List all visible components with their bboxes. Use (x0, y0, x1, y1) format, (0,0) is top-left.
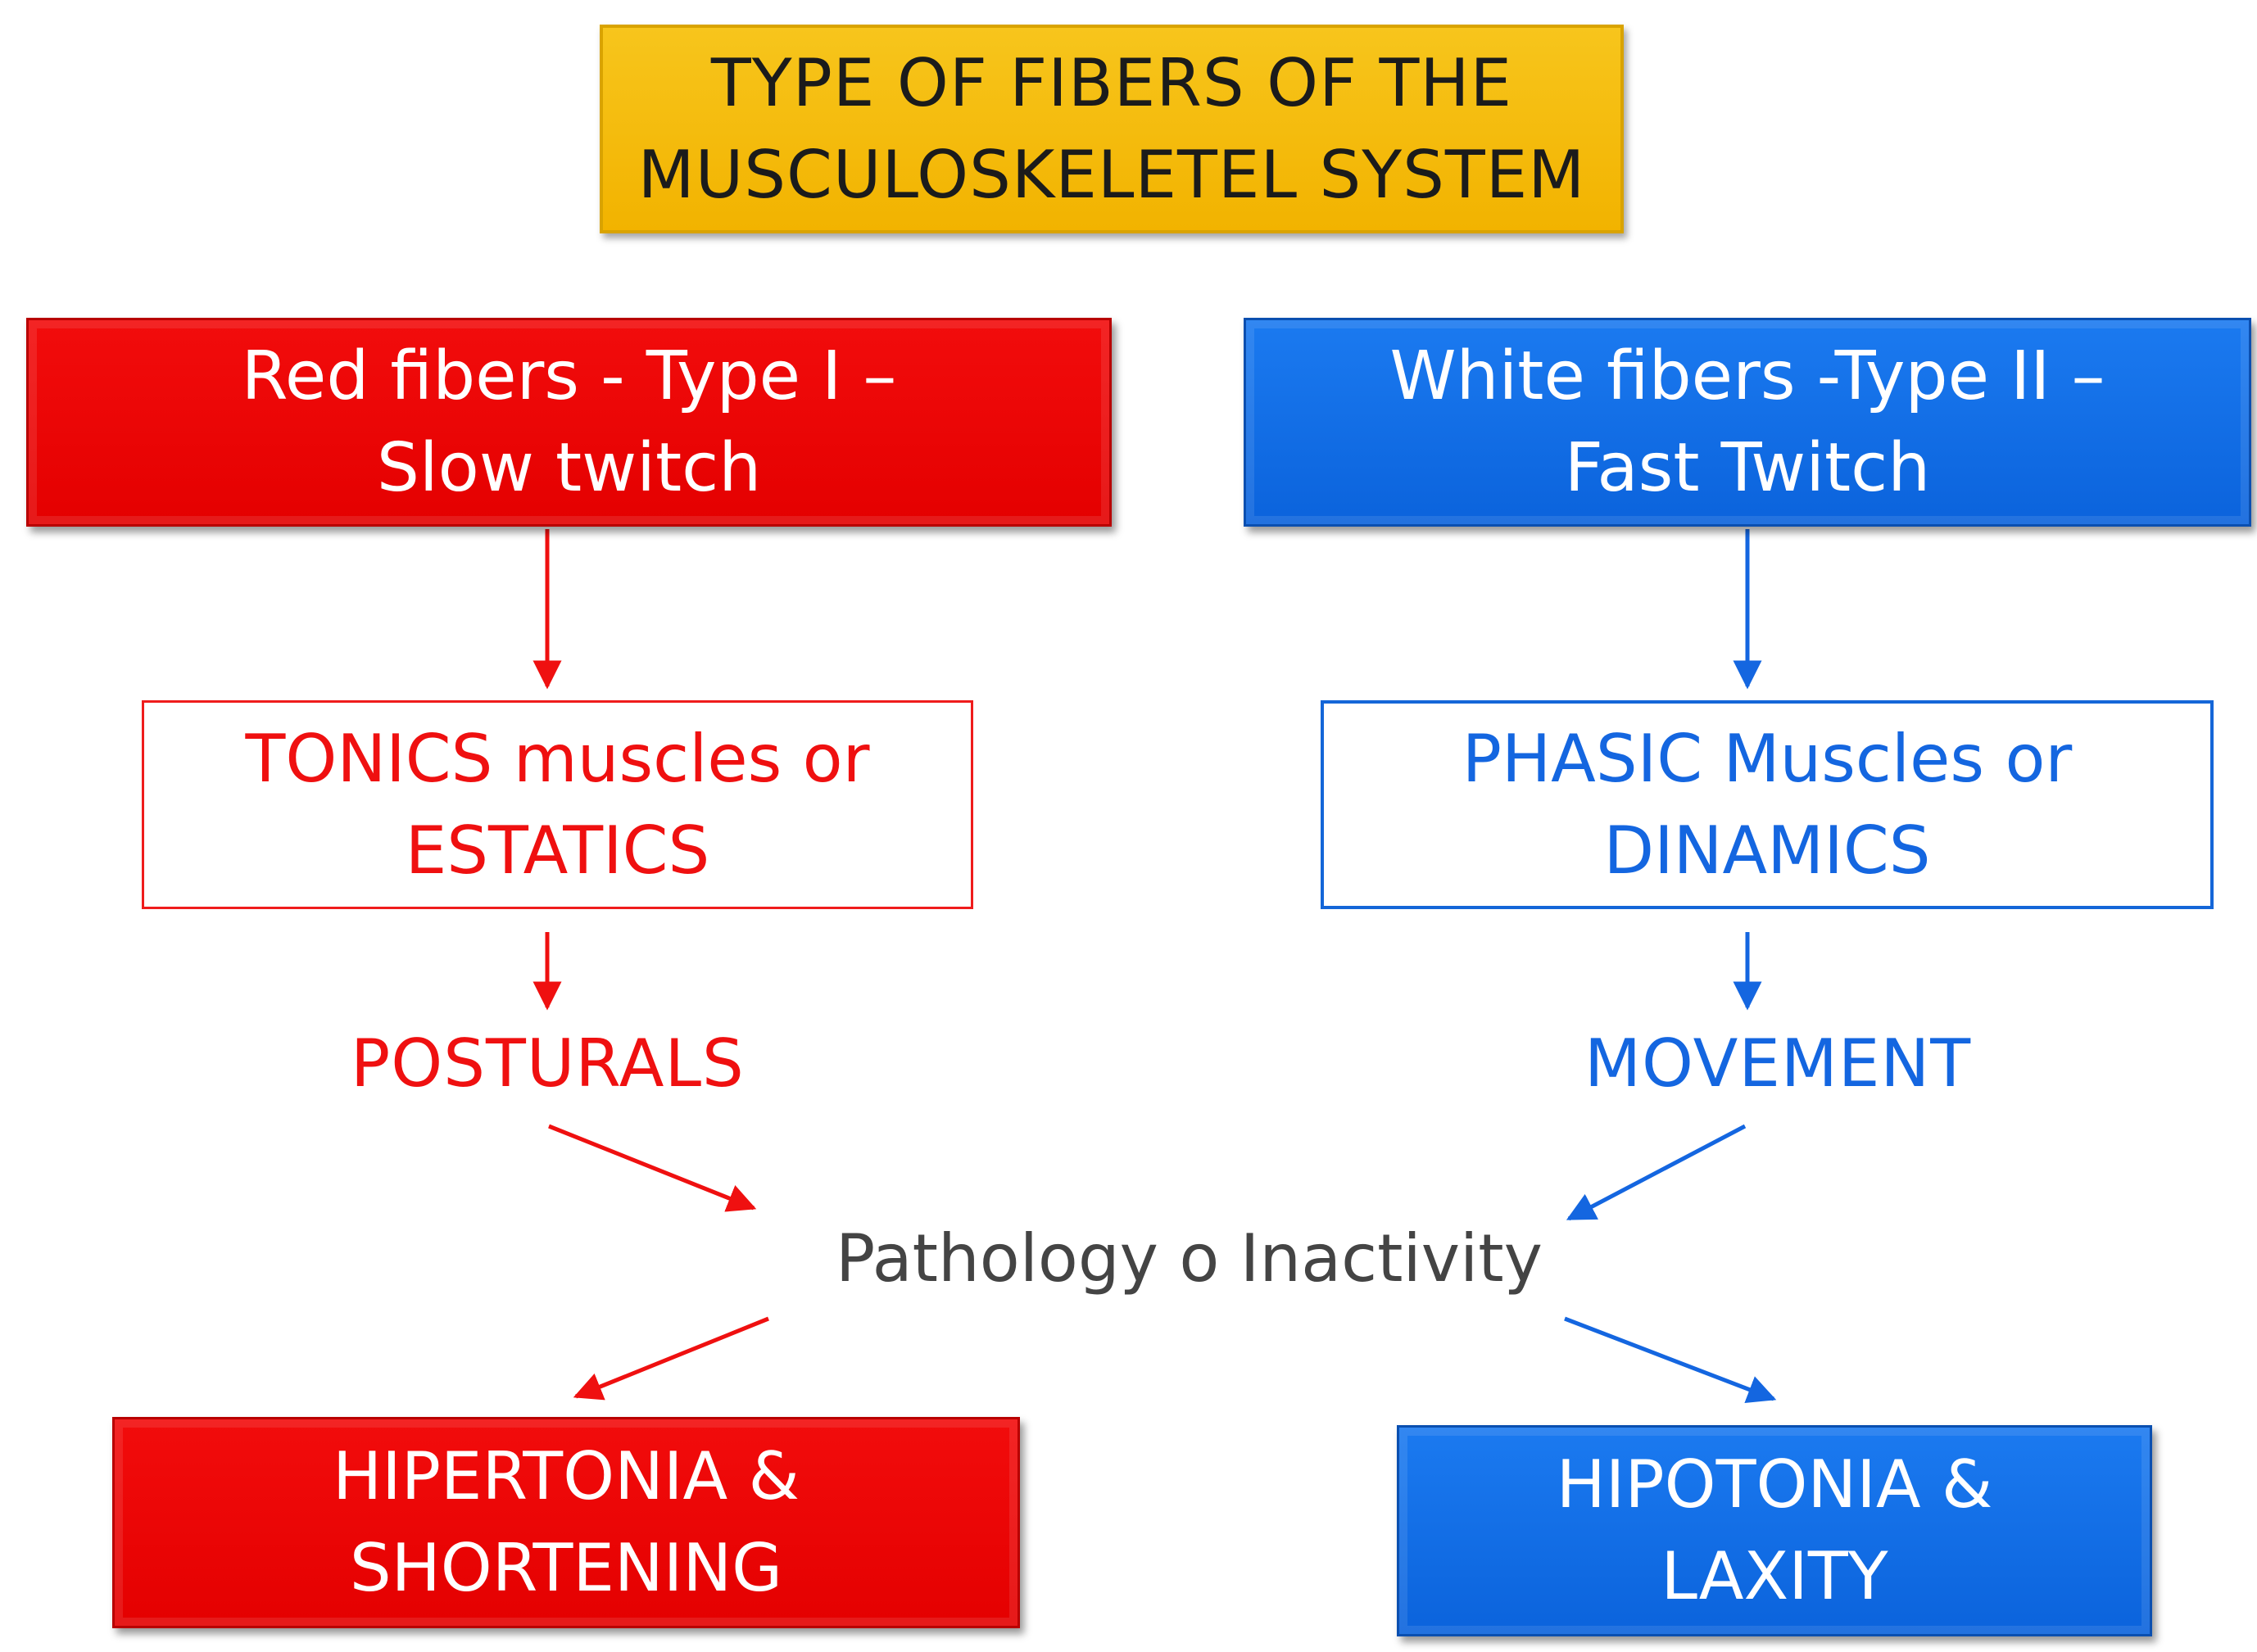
hipotonia-line-2: LAXITY (1661, 1538, 1888, 1614)
hipotonia-box: HIPOTONIA & LAXITY (1397, 1425, 2152, 1636)
arrow-movement-to-pathology (1566, 1124, 1747, 1221)
hipertonia-box: HIPERTONIA & SHORTENING (112, 1417, 1020, 1628)
diagram-title-box: TYPE OF FIBERS OF THE MUSCULOSKELETEL SY… (600, 25, 1624, 233)
phasic-muscles-line-2: DINAMICS (1603, 812, 1931, 889)
hipertonia-line-1: HIPERTONIA & (332, 1438, 800, 1514)
tonic-muscles-line-1: TONICS muscles or (245, 720, 870, 797)
tonic-muscles-line-2: ESTATICS (405, 812, 710, 889)
title-line-1: TYPE OF FIBERS OF THE (710, 44, 1513, 121)
red-fibers-line-2: Slow twitch (376, 428, 762, 507)
phasic-muscles-box: PHASIC Muscles or DINAMICS (1321, 700, 2214, 909)
hipertonia-line-2: SHORTENING (349, 1530, 783, 1606)
movement-label: MOVEMENT (1584, 1025, 1972, 1102)
phasic-muscles-line-1: PHASIC Muscles or (1462, 720, 2073, 797)
tonic-muscles-box: TONICS muscles or ESTATICS (142, 700, 973, 909)
pathology-inactivity-label: Pathology o Inactivity (836, 1220, 1543, 1297)
white-fibers-box: White fibers -Type II – Fast Twitch (1244, 318, 2251, 527)
red-fibers-box: Red fibers - Type I – Slow twitch (26, 318, 1112, 527)
title-line-2: MUSCULOSKELETEL SYSTEM (637, 136, 1586, 213)
arrow-posturals-to-pathology (548, 1124, 757, 1212)
white-fibers-line-1: White fibers -Type II – (1389, 337, 2105, 415)
arrow-pathology-to-hipotonia (1564, 1316, 1777, 1404)
white-fibers-line-2: Fast Twitch (1564, 428, 1931, 507)
red-fibers-line-1: Red fibers - Type I – (241, 337, 897, 415)
hipotonia-line-1: HIPOTONIA & (1556, 1446, 1993, 1523)
arrow-pathology-to-hipertonia (573, 1316, 769, 1401)
posturals-label: POSTURALS (351, 1025, 745, 1102)
